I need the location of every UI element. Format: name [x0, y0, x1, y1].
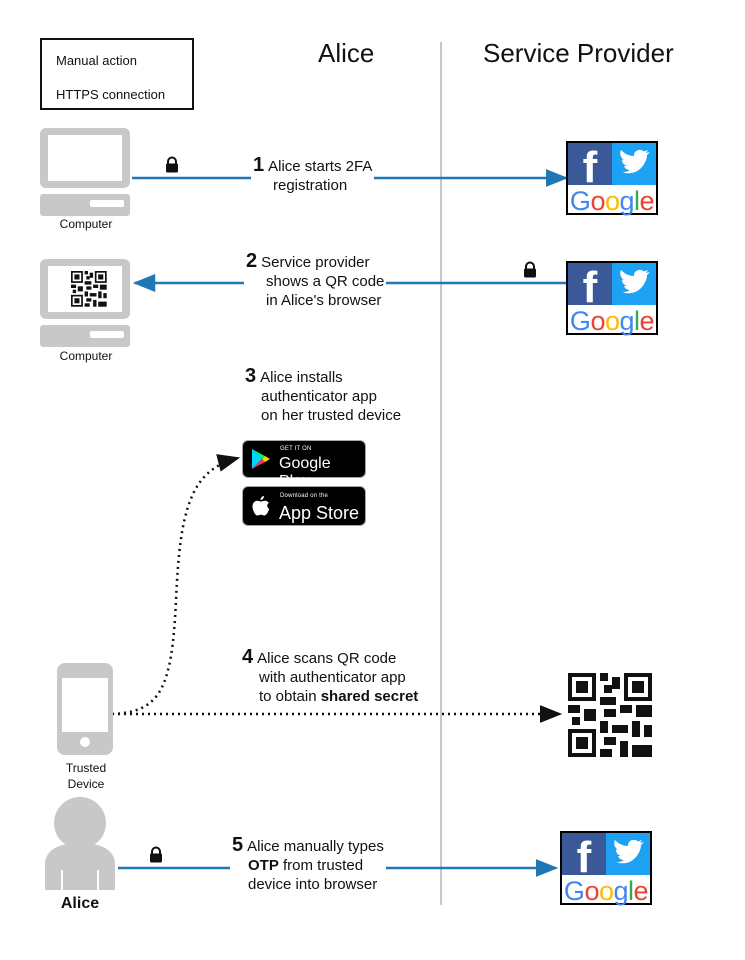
- legend-manual-label: Manual action: [56, 53, 137, 68]
- smartphone-icon: [57, 663, 113, 755]
- lock-icon: [149, 846, 163, 864]
- google-play-big-text: Google Play: [279, 455, 331, 490]
- alice-column-header: Alice: [318, 38, 375, 68]
- shared-secret-text: shared secret: [320, 688, 419, 705]
- google-play-small-text: GET IT ON: [280, 446, 312, 452]
- apple-icon: [252, 496, 270, 516]
- lock-icon: [523, 261, 537, 279]
- social-logo-block: [560, 831, 652, 907]
- computer-label: Computer: [59, 349, 113, 363]
- legend: [40, 38, 194, 110]
- person-name-label: Alice: [60, 895, 100, 912]
- google-play-badge[interactable]: GET IT ON Google Play: [242, 440, 366, 490]
- app-store-badge[interactable]: Download on the App Store: [242, 486, 366, 526]
- legend-https-label: HTTPS connection: [56, 87, 166, 102]
- qr-code-icon: [568, 673, 652, 757]
- computer-label: Computer: [59, 217, 113, 231]
- otp-text: OTP: [248, 857, 279, 874]
- app-store-big-text: App Store: [279, 503, 360, 523]
- provider-column-header: Service Provider: [483, 38, 674, 68]
- lock-icon: [165, 156, 179, 174]
- social-logo-block: [566, 261, 658, 337]
- computer-icon: [40, 128, 130, 216]
- social-logo-block: [566, 141, 658, 217]
- app-store-small-text: Download on the: [280, 493, 329, 499]
- trusted-device-label: Trusted Device: [65, 761, 107, 791]
- qr-code-icon: [71, 271, 107, 307]
- google-play-icon: [252, 449, 270, 469]
- step3-arrow: [111, 454, 241, 716]
- person-icon: [45, 797, 115, 890]
